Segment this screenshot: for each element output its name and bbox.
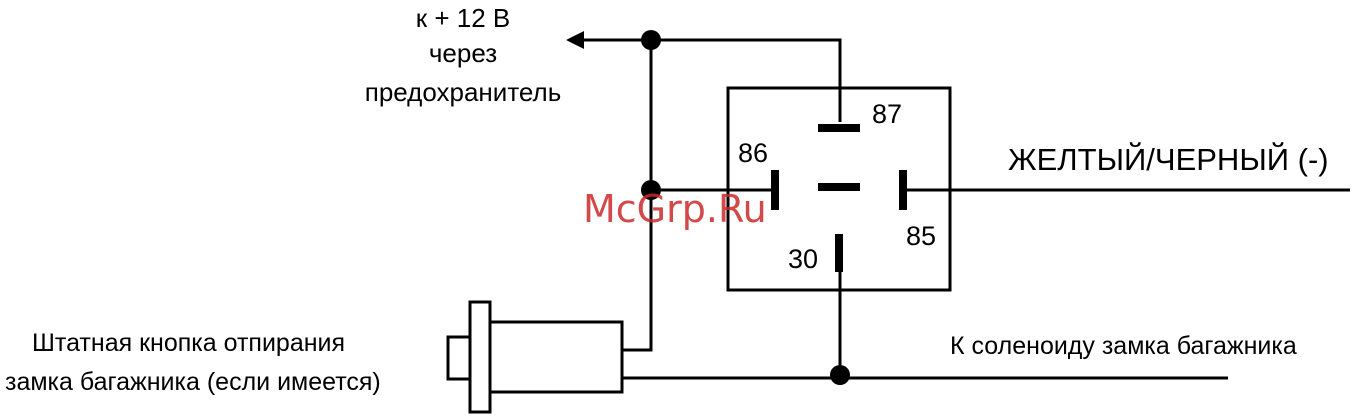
button-label-line2: замка багажника (если имеется) bbox=[5, 368, 381, 396]
supply-label-line3: предохранитель bbox=[365, 77, 562, 107]
arrow-left-icon bbox=[566, 31, 584, 49]
button-flange bbox=[470, 302, 490, 412]
button-plunger bbox=[448, 337, 470, 379]
supply-wire bbox=[582, 40, 840, 122]
supply-label-line1: к + 12 В bbox=[416, 3, 511, 33]
junction-dot bbox=[830, 365, 850, 385]
pin-30-label: 30 bbox=[788, 244, 818, 274]
pin-85-label: 85 bbox=[906, 221, 936, 251]
pin-85-contact bbox=[899, 170, 907, 210]
yellow-black-wire-label: ЖЕЛТЫЙ/ЧЕРНЫЙ (-) bbox=[1008, 141, 1329, 177]
pin-87-label: 87 bbox=[872, 99, 902, 129]
pin-30-contact bbox=[835, 234, 843, 272]
watermark: McGrp.Ru bbox=[583, 187, 767, 231]
pin-87a-contact bbox=[818, 183, 860, 191]
button-label-line1: Штатная кнопка отпирания bbox=[32, 329, 345, 357]
junction-dot bbox=[641, 30, 661, 50]
solenoid-label: К соленоиду замка багажника bbox=[950, 332, 1297, 360]
trunk-button-symbol bbox=[448, 302, 622, 412]
pin-87-contact bbox=[818, 124, 860, 132]
pin-86-contact bbox=[771, 170, 779, 210]
pin-86-label: 86 bbox=[738, 138, 768, 168]
button-body bbox=[490, 322, 622, 392]
supply-label-line2: через bbox=[429, 38, 497, 68]
